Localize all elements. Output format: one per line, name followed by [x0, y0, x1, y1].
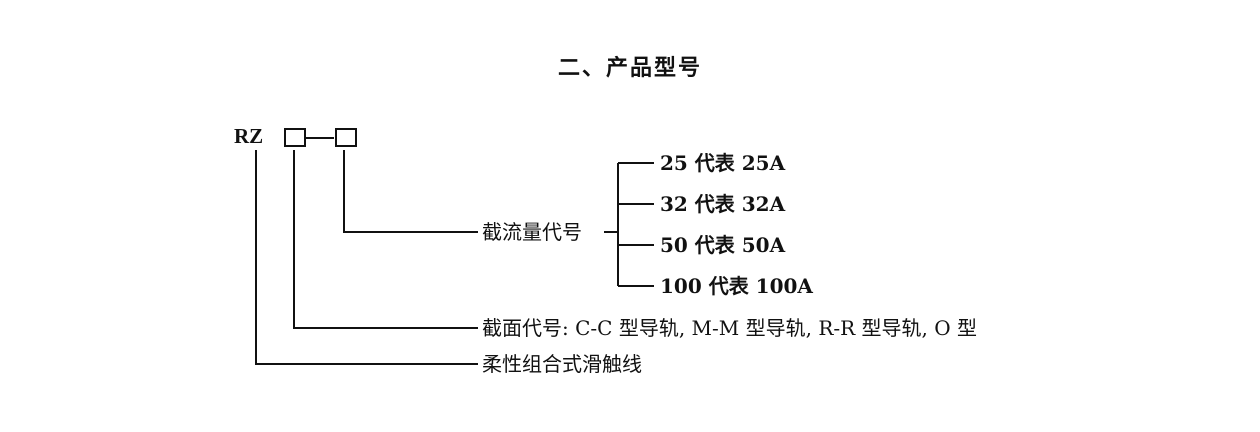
current-option-100a: 100 代表 100A: [660, 274, 813, 298]
model-code-prefix: RZ: [234, 124, 264, 148]
current-leader-line: [343, 150, 478, 233]
current-code-box: [335, 128, 357, 147]
current-option-50a: 50 代表 50A: [660, 233, 786, 257]
series-label: 柔性组合式滑触线: [482, 352, 642, 376]
section-leader-line: [293, 150, 478, 329]
current-code-label: 截流量代号: [482, 220, 582, 244]
section-code-label: 截面代号: C-C 型导轨, M-M 型导轨, R-R 型导轨, O 型: [482, 316, 978, 340]
page-title: 二、产品型号: [557, 55, 702, 81]
section-code-box: [284, 128, 306, 147]
series-leader-line: [255, 150, 478, 365]
current-option-32a: 32 代表 32A: [660, 192, 786, 216]
current-option-25a: 25 代表 25A: [660, 151, 786, 175]
